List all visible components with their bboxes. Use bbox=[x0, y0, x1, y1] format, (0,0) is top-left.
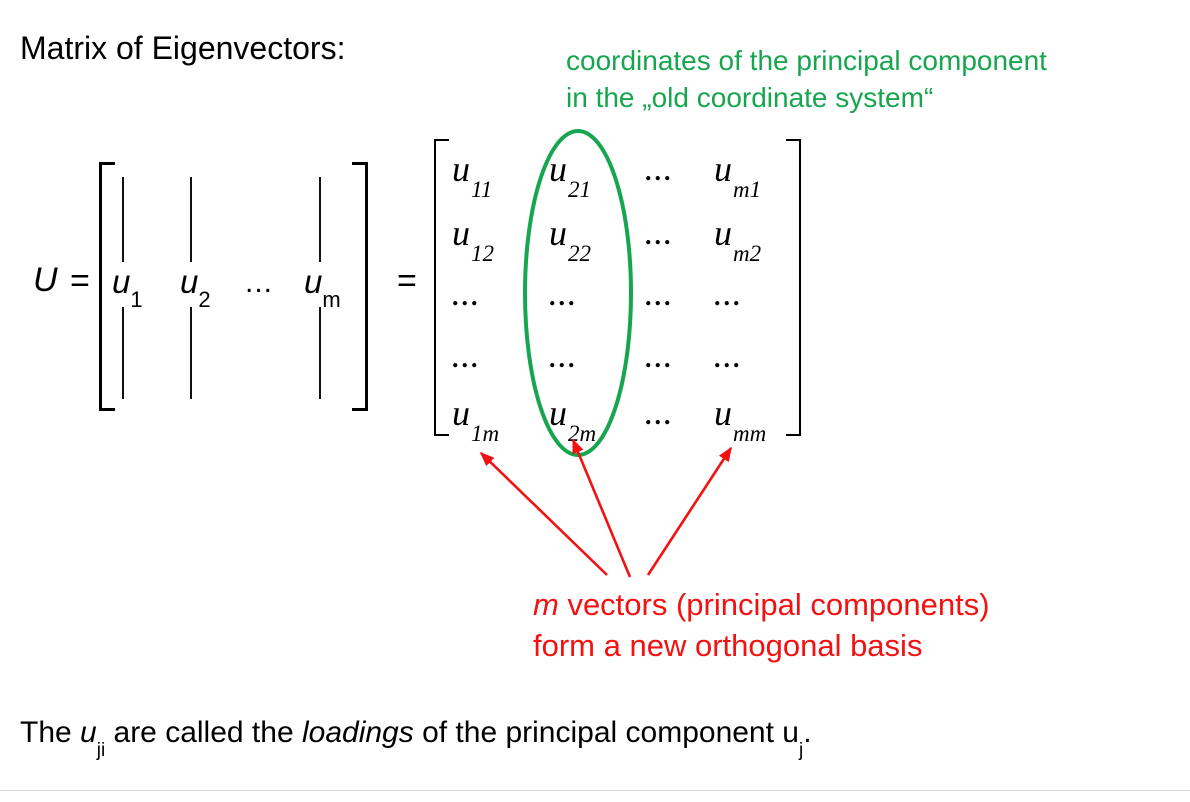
matrix-dots: ... bbox=[549, 344, 578, 373]
red-arrow-right bbox=[646, 446, 733, 576]
matrix-dots: ... bbox=[714, 282, 743, 311]
green-annotation-line1: coordinates of the principal component bbox=[566, 45, 1047, 76]
column-vector-bar bbox=[319, 177, 321, 262]
matrix-row: ... ... ... ... bbox=[452, 273, 797, 321]
left-matrix-col2-label: u2 bbox=[180, 263, 211, 312]
matrix-dots: ... bbox=[645, 157, 674, 186]
matrix-dots: ... bbox=[549, 282, 578, 311]
matrix-cell: u21 bbox=[549, 149, 591, 203]
green-annotation-line2: in the „old coordinate system“ bbox=[566, 82, 934, 113]
right-matrix-bracket-right bbox=[786, 139, 801, 436]
red-arrow-left bbox=[479, 451, 608, 576]
matrix-dots: ... bbox=[452, 282, 481, 311]
matrix-dots: ... bbox=[452, 344, 481, 373]
page-title: Matrix of Eigenvectors: bbox=[20, 30, 346, 66]
red-annotation-line1: m vectors (principal components) bbox=[533, 587, 990, 622]
column-vector-bar bbox=[319, 307, 321, 399]
column-vector-bar bbox=[122, 177, 124, 262]
green-annotation: coordinates of the principal component i… bbox=[566, 42, 1047, 116]
matrix-cell: u22 bbox=[549, 213, 591, 267]
matrix-cell: u1m bbox=[452, 393, 500, 447]
left-matrix-bracket-left bbox=[99, 162, 115, 411]
right-matrix-bracket-left bbox=[434, 139, 449, 436]
left-matrix-colm-label: um bbox=[304, 263, 341, 312]
matrix-dots: ... bbox=[645, 344, 674, 373]
matrix-cell: u11 bbox=[452, 149, 493, 203]
matrix-dots: ... bbox=[645, 221, 674, 250]
matrix-row: u1m u2m ... umm bbox=[452, 392, 797, 447]
matrix-cell: u12 bbox=[452, 213, 494, 267]
column-vector-bar bbox=[190, 307, 192, 399]
divider-line bbox=[0, 790, 1190, 791]
red-annotation-line2: form a new orthogonal basis bbox=[533, 628, 923, 663]
matrix-symbol-U: U bbox=[33, 261, 58, 299]
matrix-dots: ... bbox=[714, 344, 743, 373]
matrix-dots: ... bbox=[645, 282, 674, 311]
matrix-row: ... ... ... ... bbox=[452, 335, 797, 383]
equals-sign-2: = bbox=[397, 262, 417, 300]
matrix-cell: um2 bbox=[714, 213, 762, 267]
red-annotation: m vectors (principal components) form a … bbox=[533, 584, 990, 666]
bottom-note: The uji are called the loadings of the p… bbox=[20, 716, 812, 761]
matrix-dots: ... bbox=[645, 401, 674, 430]
column-vector-bar bbox=[190, 177, 192, 262]
left-matrix-dots: ... bbox=[245, 266, 274, 299]
column-vector-bar bbox=[122, 307, 124, 399]
left-matrix-bracket-right bbox=[352, 162, 368, 411]
equals-sign-1: = bbox=[70, 262, 90, 300]
matrix-row: u11 u21 ... um1 bbox=[452, 148, 797, 203]
left-matrix-col1-label: u1 bbox=[112, 263, 143, 312]
red-arrow-middle bbox=[571, 438, 632, 578]
matrix-row: u12 u22 ... um2 bbox=[452, 212, 797, 267]
matrix-cell: u2m bbox=[549, 393, 597, 447]
matrix-cell: umm bbox=[714, 393, 767, 447]
matrix-cell: um1 bbox=[714, 149, 762, 203]
